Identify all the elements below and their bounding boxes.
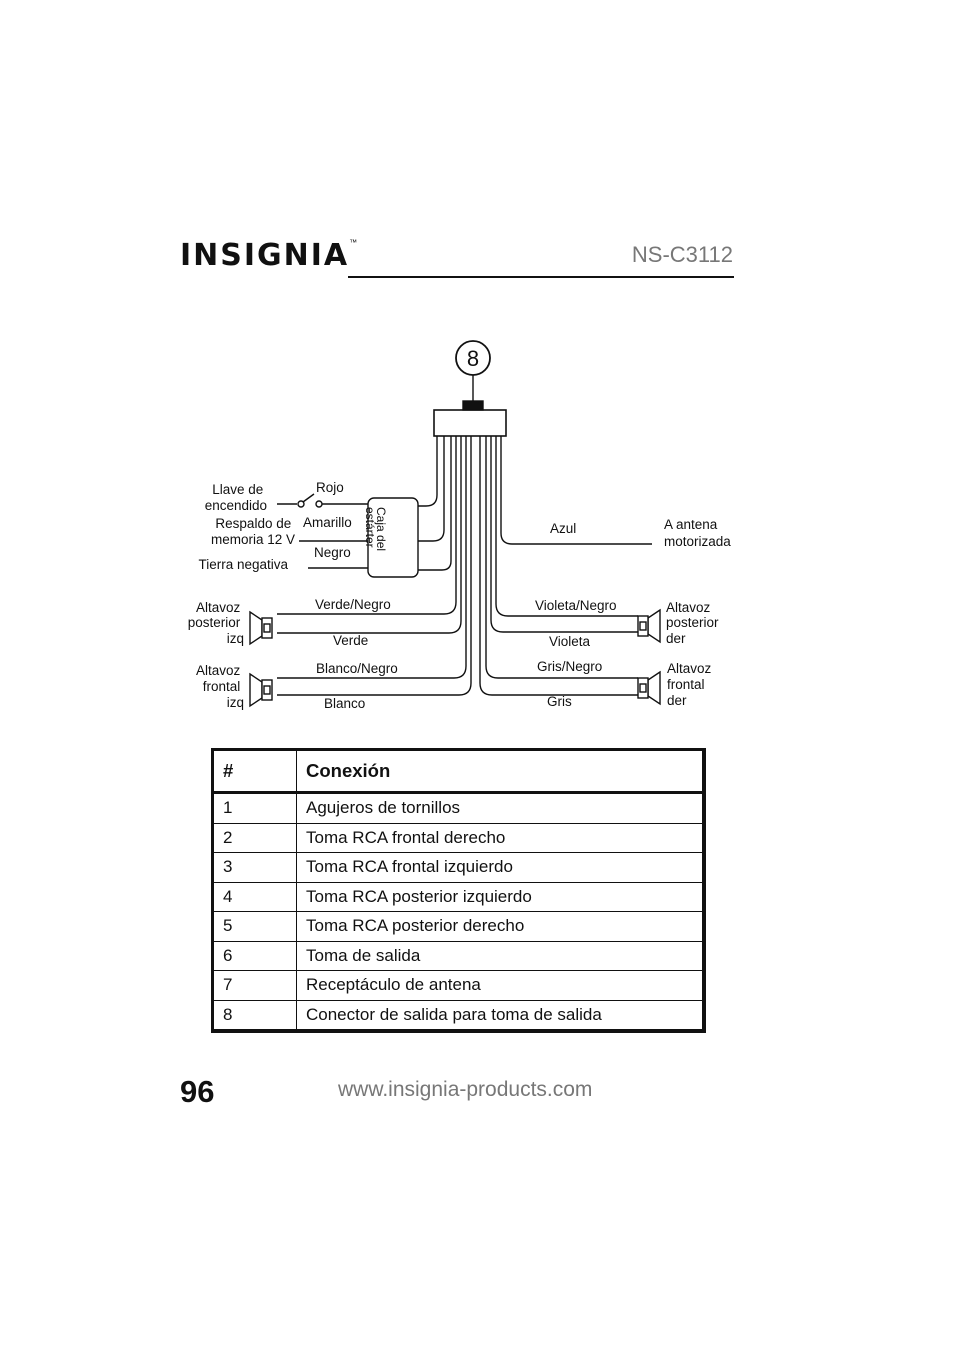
wire-blue-label: Azul — [550, 521, 576, 536]
row-connection: Conector de salida para toma de salida — [296, 999, 706, 1033]
trademark-mark: ™ — [349, 238, 358, 247]
brand-logo-text: INSIGNIA — [180, 238, 350, 273]
ignition-label: Llave de encendido — [205, 482, 267, 513]
left-rear-speaker-label: Altavoz posterior izq — [188, 600, 244, 646]
table-row: 1 Agujeros de tornillos — [211, 792, 706, 824]
wire-green-label: Verde — [333, 633, 368, 648]
harness-connector — [433, 409, 507, 437]
table-row: 5 Toma RCA posterior derecho — [211, 911, 706, 942]
right-rear-speaker — [637, 608, 661, 644]
left-rear-speaker — [249, 610, 273, 646]
column-header-connection: Conexión — [296, 748, 706, 794]
row-number: 5 — [211, 911, 297, 942]
row-number: 8 — [211, 999, 297, 1033]
right-rear-speaker-label: Altavoz posterior der — [666, 600, 722, 646]
connections-table: # Conexión 1 Agujeros de tornillos 2 Tom… — [211, 748, 706, 1033]
left-front-speaker-label: Altavoz frontal izq — [196, 663, 244, 710]
wire-violet-black-label: Violeta/Negro — [535, 598, 617, 613]
row-number: 2 — [211, 822, 297, 853]
wire-gray-black-label: Gris/Negro — [537, 659, 602, 674]
row-number: 4 — [211, 881, 297, 912]
table-row: 8 Conector de salida para toma de salida — [211, 999, 706, 1033]
connector-tab — [462, 400, 484, 411]
footer-url: www.insignia-products.com — [338, 1078, 593, 1101]
row-number: 6 — [211, 940, 297, 971]
table-row: 6 Toma de salida — [211, 940, 706, 971]
backup-label: Respaldo de memoria 12 V — [211, 516, 295, 547]
model-number: NS-C3112 — [631, 242, 733, 267]
row-connection: Agujeros de tornillos — [296, 792, 706, 824]
row-number: 7 — [211, 970, 297, 1001]
table-row: 4 Toma RCA posterior izquierdo — [211, 881, 706, 912]
row-connection: Toma RCA frontal izquierdo — [296, 852, 706, 883]
right-front-speaker — [637, 670, 661, 706]
wire-green-black-label: Verde/Negro — [315, 597, 391, 612]
wire-yellow-label: Amarillo — [303, 515, 352, 530]
starter-box — [367, 497, 419, 578]
row-connection: Toma RCA posterior izquierdo — [296, 881, 706, 912]
wire-white-black-label: Blanco/Negro — [316, 661, 398, 676]
table-header-row: # Conexión — [211, 748, 706, 794]
row-connection: Receptáculo de antena — [296, 970, 706, 1001]
wire-gray-label: Gris — [547, 694, 572, 709]
antenna-label: A antena motorizada — [664, 517, 731, 549]
ground-label: Tierra negativa — [198, 557, 288, 572]
wire-red-label: Rojo — [316, 480, 344, 495]
wire-black-label: Negro — [314, 545, 351, 560]
row-connection: Toma de salida — [296, 940, 706, 971]
row-connection: Toma RCA frontal derecho — [296, 822, 706, 853]
right-front-speaker-label: Altavoz frontal der — [667, 661, 715, 708]
wire-white-label: Blanco — [324, 696, 365, 711]
row-connection: Toma RCA posterior derecho — [296, 911, 706, 942]
table-row: 3 Toma RCA frontal izquierdo — [211, 852, 706, 883]
callout-number: 8 — [467, 346, 479, 371]
wire-violet-label: Violeta — [549, 634, 591, 649]
column-header-number: # — [211, 748, 297, 794]
wiring-diagram: 8 Caja del estárter Llave de encendido R… — [188, 340, 731, 711]
wiring-lines — [249, 340, 661, 708]
left-front-speaker — [249, 672, 273, 708]
table-row: 2 Toma RCA frontal derecho — [211, 822, 706, 853]
header-rule — [348, 276, 734, 278]
brand-logo: INSIGNIA™ — [180, 238, 357, 282]
starter-box-label: Caja del estárter — [363, 507, 388, 554]
page-number: 96 — [180, 1074, 215, 1109]
row-number: 3 — [211, 852, 297, 883]
row-number: 1 — [211, 792, 297, 824]
table-row: 7 Receptáculo de antena — [211, 970, 706, 1001]
